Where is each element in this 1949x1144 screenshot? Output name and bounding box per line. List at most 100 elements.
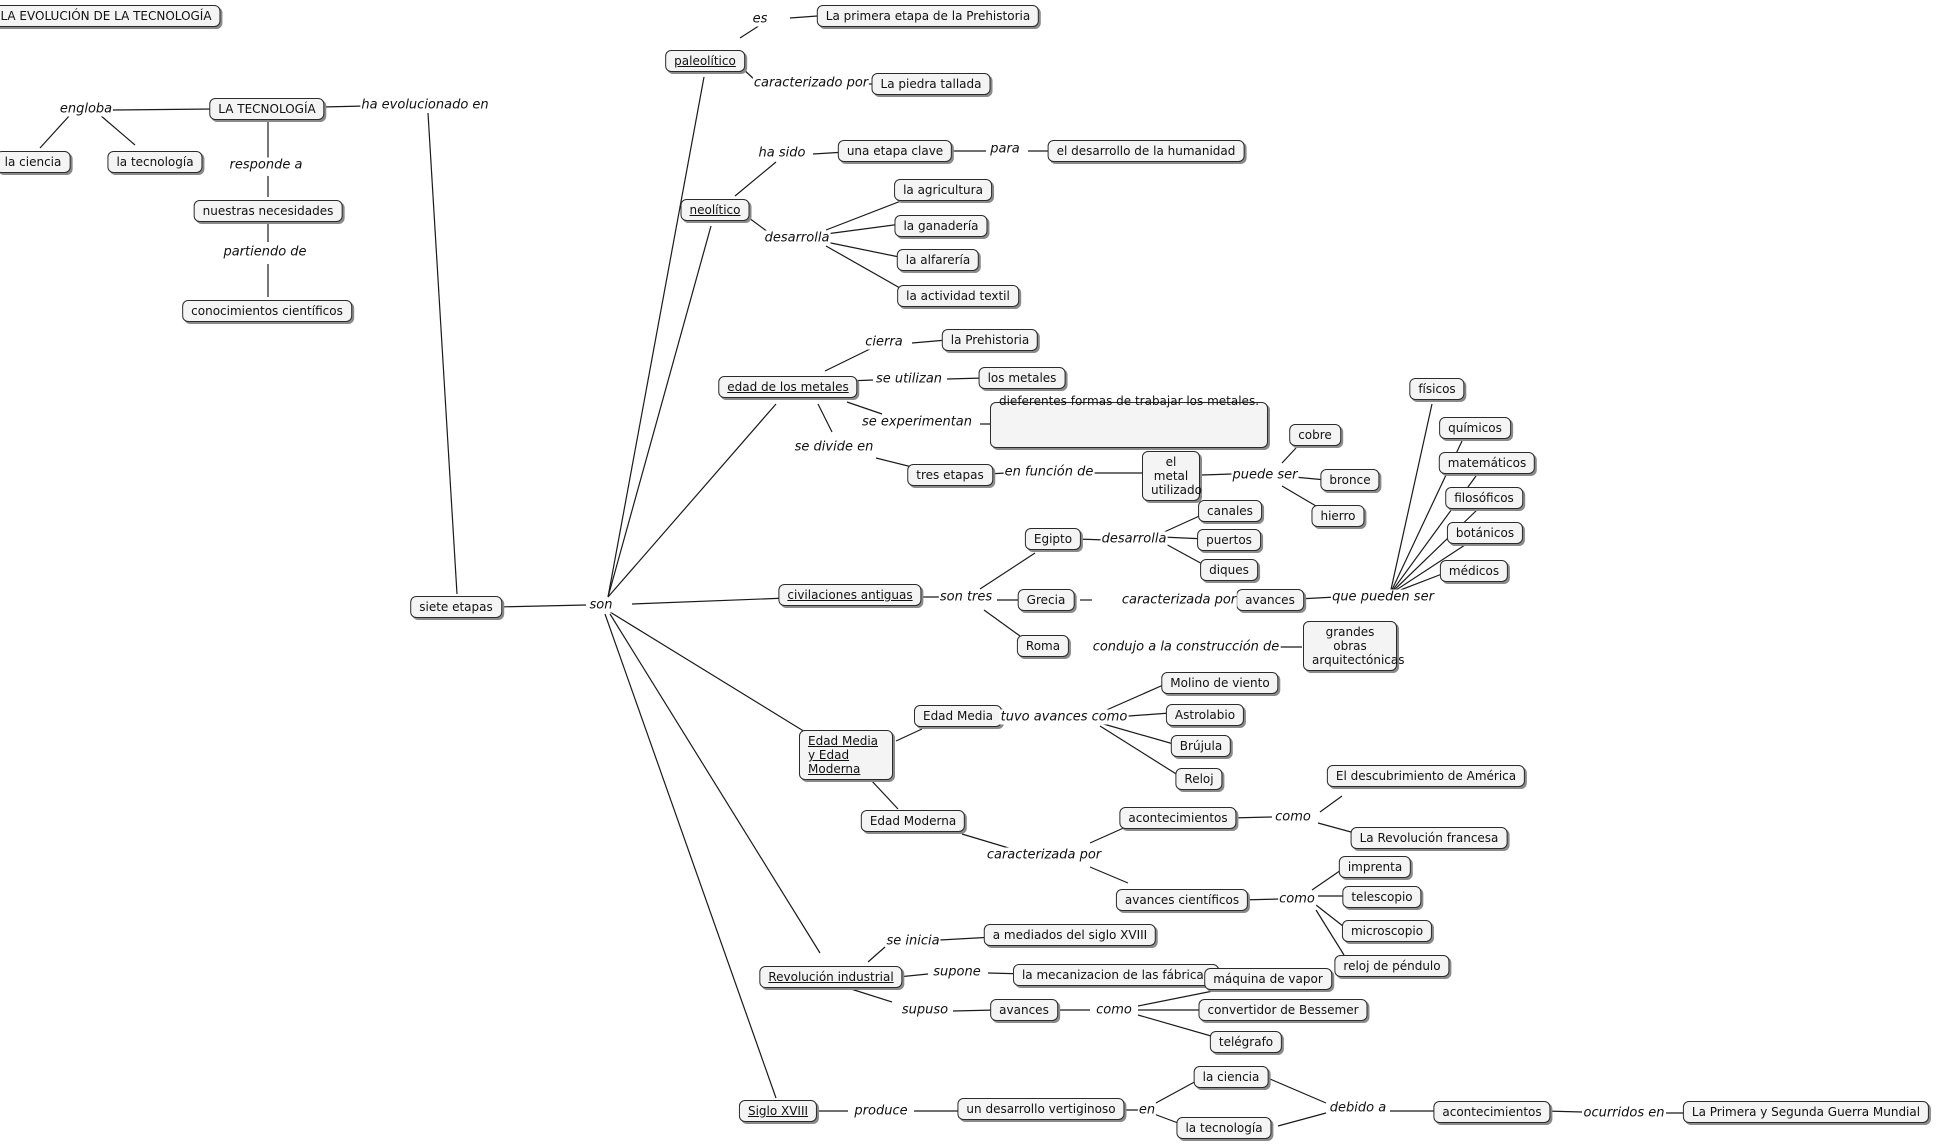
concept-telescopio[interactable]: telescopio bbox=[1342, 886, 1422, 908]
concept-paleolitico[interactable]: paleolítico bbox=[665, 50, 745, 72]
concept-alfareria[interactable]: la alfarería bbox=[896, 249, 980, 271]
concept-formas-trabajar[interactable]: dieferentes formas de trabajar los metal… bbox=[989, 394, 1269, 448]
concept-fisicos[interactable]: físicos bbox=[1409, 378, 1465, 400]
link-tuvo-avances-como: tuvo avances como bbox=[999, 709, 1129, 725]
link-se-inicia: se inicia bbox=[885, 933, 941, 949]
concept-reloj[interactable]: Reloj bbox=[1175, 768, 1223, 790]
concept-la-ciencia-bottom[interactable]: la ciencia bbox=[1193, 1066, 1269, 1088]
link-para: para bbox=[989, 141, 1021, 157]
link-supone: supone bbox=[932, 964, 982, 980]
link-desarrolla-egipto: desarrolla bbox=[1100, 531, 1168, 547]
concept-reloj-de-pendulo[interactable]: reloj de péndulo bbox=[1334, 955, 1450, 977]
concept-avances-grecia[interactable]: avances bbox=[1236, 589, 1304, 611]
concept-edad-de-los-metales[interactable]: edad de los metales bbox=[718, 376, 858, 398]
concept-desarrollo-humanidad[interactable]: el desarrollo de la humanidad bbox=[1047, 140, 1245, 162]
concept-desarrollo-vertiginoso[interactable]: un desarrollo vertiginoso bbox=[957, 1098, 1125, 1120]
concept-ganaderia[interactable]: la ganadería bbox=[894, 215, 988, 237]
concept-hierro[interactable]: hierro bbox=[1311, 505, 1365, 527]
link-caracterizada-por-grecia: caracterizada por bbox=[1120, 592, 1238, 608]
concept-egipto[interactable]: Egipto bbox=[1024, 528, 1082, 550]
concept-la-tecnologia-small[interactable]: la tecnología bbox=[107, 151, 203, 173]
concept-bronce[interactable]: bronce bbox=[1320, 469, 1380, 491]
concept-la-tecnologia-bottom[interactable]: la tecnología bbox=[1176, 1117, 1272, 1139]
concept-mediados-siglo-xviii[interactable]: a mediados del siglo XVIII bbox=[983, 924, 1157, 946]
link-engloba: engloba bbox=[58, 101, 114, 117]
concept-la-tecnologia[interactable]: LA TECNOLOGÍA bbox=[209, 98, 325, 120]
concept-paleolitico-label: paleolítico bbox=[674, 54, 736, 68]
concept-puertos[interactable]: puertos bbox=[1197, 529, 1261, 551]
concept-revolucion-francesa[interactable]: La Revolución francesa bbox=[1350, 827, 1508, 849]
concept-imprenta[interactable]: imprenta bbox=[1338, 856, 1412, 878]
concept-matematicos[interactable]: matemáticos bbox=[1438, 452, 1536, 474]
concept-canales[interactable]: canales bbox=[1198, 500, 1262, 522]
concept-tres-etapas[interactable]: tres etapas bbox=[907, 464, 993, 486]
concept-agricultura[interactable]: la agricultura bbox=[894, 179, 992, 201]
concept-nuestras-necesidades[interactable]: nuestras necesidades bbox=[193, 200, 343, 222]
concept-acontecimientos-bottom[interactable]: acontecimientos bbox=[1433, 1101, 1551, 1123]
concept-guerras-mundiales[interactable]: La Primera y Segunda Guerra Mundial bbox=[1682, 1101, 1930, 1123]
concept-botanicos[interactable]: botánicos bbox=[1446, 522, 1524, 544]
concept-conocimientos-cientificos[interactable]: conocimientos científicos bbox=[182, 300, 352, 322]
concept-quimicos[interactable]: químicos bbox=[1439, 417, 1511, 439]
concept-la-prehistoria[interactable]: la Prehistoria bbox=[941, 329, 1039, 351]
link-son-tres: son tres bbox=[938, 589, 994, 605]
concept-actividad-textil[interactable]: la actividad textil bbox=[897, 285, 1019, 307]
concept-descubrimiento-america[interactable]: El descubrimiento de América bbox=[1326, 765, 1526, 787]
concept-acontecimientos-moderna[interactable]: acontecimientos bbox=[1119, 807, 1237, 829]
concept-medicos[interactable]: médicos bbox=[1439, 560, 1509, 582]
concept-diques[interactable]: diques bbox=[1200, 559, 1258, 581]
link-debido-a: debido a bbox=[1328, 1100, 1388, 1116]
concept-neolitico[interactable]: neolítico bbox=[680, 199, 750, 221]
concept-maquina-de-vapor[interactable]: máquina de vapor bbox=[1204, 968, 1332, 990]
link-produce: produce bbox=[853, 1103, 909, 1119]
link-puede-ser: puede ser bbox=[1231, 467, 1299, 483]
concept-grecia[interactable]: Grecia bbox=[1017, 589, 1075, 611]
concept-cobre[interactable]: cobre bbox=[1289, 424, 1341, 446]
concept-primera-etapa[interactable]: La primera etapa de la Prehistoria bbox=[816, 5, 1040, 27]
link-caracterizada-por-moderna: caracterizada por bbox=[985, 847, 1103, 863]
link-son: son bbox=[588, 597, 614, 613]
concept-civilizaciones-antiguas-label: civilaciones antiguas bbox=[787, 588, 913, 602]
map-title[interactable]: LA EVOLUCIÓN DE LA TECNOLOGÍA bbox=[0, 5, 221, 27]
concept-piedra-tallada[interactable]: La piedra tallada bbox=[871, 73, 991, 95]
concept-roma[interactable]: Roma bbox=[1016, 635, 1070, 657]
concept-mecanizacion-fabricas[interactable]: la mecanizacion de las fábricas bbox=[1012, 964, 1220, 986]
concept-telegrafo[interactable]: telégrafo bbox=[1209, 1031, 1283, 1053]
link-se-experimentan: se experimentan bbox=[860, 414, 974, 430]
concept-formas-trabajar-label: dieferentes formas de trabajar los metal… bbox=[998, 394, 1260, 408]
concept-brujula[interactable]: Brújula bbox=[1170, 735, 1232, 757]
concept-astrolabio[interactable]: Astrolabio bbox=[1165, 704, 1245, 726]
concept-avances-industrial[interactable]: avances bbox=[990, 999, 1058, 1021]
concept-edad-media[interactable]: Edad Media bbox=[913, 705, 1003, 727]
concept-los-metales[interactable]: los metales bbox=[978, 367, 1066, 389]
concept-edad-media-y-moderna[interactable]: Edad Media y Edad Moderna bbox=[799, 730, 893, 780]
link-ha-evolucionado-en: ha evolucionado en bbox=[360, 97, 490, 113]
concept-grandes-obras[interactable]: grandes obras arquitectónicas bbox=[1303, 621, 1405, 671]
concept-avances-cientificos[interactable]: avances científicos bbox=[1115, 889, 1249, 911]
concept-revolucion-industrial[interactable]: Revolución industrial bbox=[759, 966, 903, 988]
link-desarrolla-neolitico: desarrolla bbox=[763, 230, 831, 246]
concept-filosoficos[interactable]: filosóficos bbox=[1445, 487, 1523, 509]
concept-revolucion-industrial-label: Revolución industrial bbox=[768, 970, 894, 984]
concept-la-ciencia[interactable]: la ciencia bbox=[0, 151, 71, 173]
concept-civilizaciones-antiguas[interactable]: civilaciones antiguas bbox=[778, 584, 922, 606]
concept-siglo-xviii[interactable]: Siglo XVIII bbox=[738, 1100, 818, 1122]
concept-edad-moderna[interactable]: Edad Moderna bbox=[860, 810, 966, 832]
concept-molino-de-viento[interactable]: Molino de viento bbox=[1161, 672, 1279, 694]
concept-metal-utilizado[interactable]: el metal utilizado bbox=[1142, 451, 1202, 501]
link-ocurridos-en: ocurridos en bbox=[1582, 1105, 1666, 1121]
concept-convertidor-bessemer[interactable]: convertidor de Bessemer bbox=[1198, 999, 1368, 1021]
link-caracterizado-por: caracterizado por bbox=[752, 75, 870, 91]
link-cierra: cierra bbox=[864, 334, 904, 350]
concept-etapa-clave[interactable]: una etapa clave bbox=[837, 140, 953, 162]
link-como-acontecimientos: como bbox=[1274, 809, 1312, 825]
link-se-divide-en: se divide en bbox=[793, 439, 875, 455]
concept-siglo-xviii-label: Siglo XVIII bbox=[747, 1104, 809, 1118]
concept-edad-de-los-metales-label: edad de los metales bbox=[727, 380, 849, 394]
concept-microscopio[interactable]: microscopio bbox=[1341, 920, 1433, 942]
link-que-pueden-ser: que pueden ser bbox=[1331, 589, 1435, 605]
link-en-funcion-de: en función de bbox=[1003, 464, 1095, 480]
link-es: es bbox=[751, 11, 769, 27]
link-condujo-construccion: condujo a la construcción de bbox=[1091, 639, 1281, 655]
concept-siete-etapas[interactable]: siete etapas bbox=[410, 596, 502, 618]
